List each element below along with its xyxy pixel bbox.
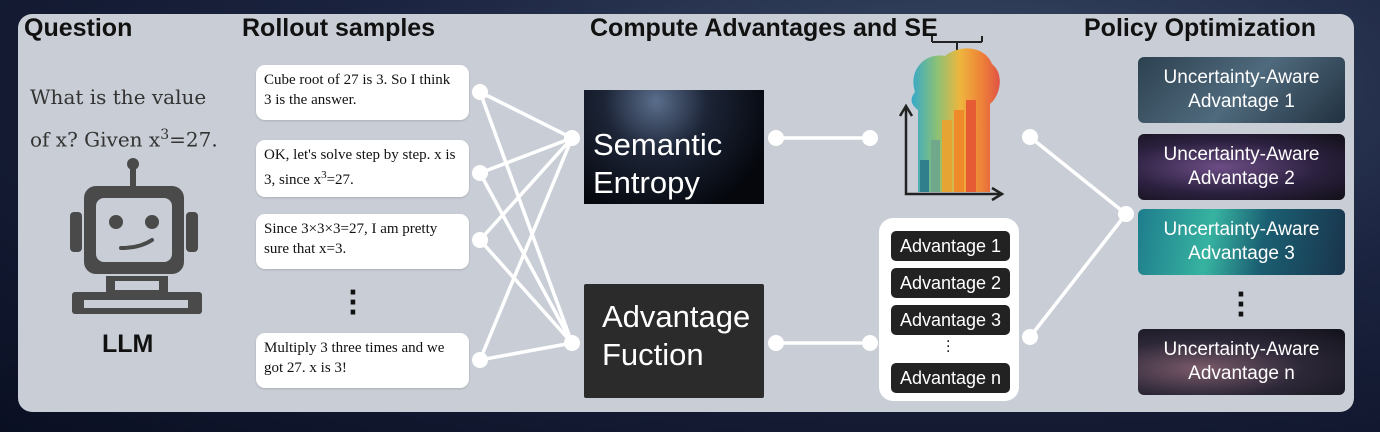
rollout-ellipsis: ···	[348, 278, 358, 328]
question-line-1: What is the value	[30, 85, 207, 109]
rollout-sample-3: Since 3×3×3=27, I am pretty sure that x=…	[256, 214, 469, 269]
heading-rollout-samples: Rollout samples	[242, 14, 436, 42]
heading-policy-optimization: Policy Optimization	[1084, 14, 1316, 42]
advantage-function-line-1: Advantage	[602, 299, 751, 334]
uncertainty-aware-advantage-n: Uncertainty-Aware Advantage n	[1138, 329, 1345, 395]
semantic-entropy-line-1: Semantic	[593, 127, 723, 162]
semantic-entropy-line-2: Entropy	[593, 165, 700, 200]
ua3-line-2: Advantage 3	[1188, 243, 1295, 264]
ua1-line-1: Uncertainty-Aware	[1163, 67, 1320, 88]
rollout-sample-n: Multiply 3 three times and we got 27. x …	[256, 333, 469, 388]
ua4-line-2: Advantage n	[1188, 363, 1295, 384]
advantage-list: Advantage 1 Advantage 2 Advantage 3 ··· …	[879, 218, 1019, 401]
advantage-item-3: Advantage 3	[891, 305, 1010, 335]
uncertainty-aware-advantage-1: Uncertainty-Aware Advantage 1	[1138, 57, 1345, 123]
ua3-line-1: Uncertainty-Aware	[1163, 219, 1320, 240]
ua1-line-2: Advantage 1	[1188, 91, 1295, 112]
uncertainty-aware-ellipsis: ···	[1236, 280, 1246, 330]
ua4-line-1: Uncertainty-Aware	[1163, 339, 1320, 360]
advantage-item-n: Advantage n	[891, 363, 1010, 393]
advantage-function-box: Advantage Fuction	[584, 284, 764, 398]
advantage-function-line-2: Fuction	[602, 337, 704, 372]
heading-question: Question	[24, 14, 133, 42]
question-text: What is the value of x? Given x3=27.	[30, 78, 250, 159]
advantage-item-2: Advantage 2	[891, 268, 1010, 298]
llm-label: LLM	[102, 330, 154, 358]
rollout-sample-2: OK, let's solve step by step. x is 3, si…	[256, 140, 469, 197]
uncertainty-aware-advantage-3: Uncertainty-Aware Advantage 3	[1138, 209, 1345, 275]
semantic-entropy-box: Semantic Entropy	[584, 90, 764, 204]
advantage-item-1: Advantage 1	[891, 231, 1010, 261]
ua2-line-1: Uncertainty-Aware	[1163, 144, 1320, 165]
question-line-2: of x? Given x3=27.	[30, 127, 218, 152]
rollout-sample-1: Cube root of 27 is 3. So I think 3 is th…	[256, 65, 469, 120]
uncertainty-aware-advantage-2: Uncertainty-Aware Advantage 2	[1138, 134, 1345, 200]
advantage-ellipsis: ···	[946, 334, 951, 360]
heading-compute-advantages: Compute Advantages and SE	[590, 14, 938, 42]
ua2-line-2: Advantage 2	[1188, 168, 1295, 189]
